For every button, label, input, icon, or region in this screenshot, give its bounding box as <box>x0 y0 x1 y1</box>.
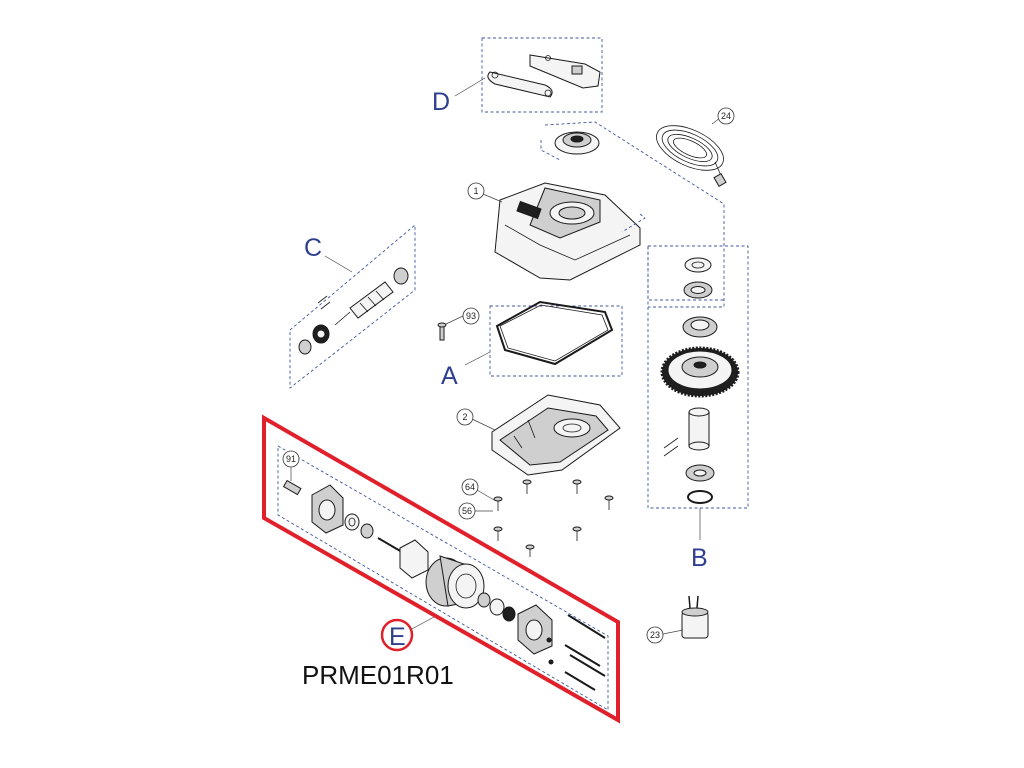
part-number-64: 64 <box>465 482 475 492</box>
top-seal <box>554 131 600 155</box>
antenna-cable: 24 <box>656 107 735 188</box>
group-d: D <box>432 37 603 116</box>
group-e: 91 E PRME01R01 <box>262 414 620 724</box>
bracket-part <box>529 54 601 89</box>
e-highlight-circle <box>380 618 414 652</box>
part-number-24: 24 <box>721 111 731 121</box>
housing-bottom: 2 <box>456 394 621 476</box>
part-number-23: 23 <box>650 630 660 640</box>
lever-arm-part <box>487 71 553 98</box>
part-number-1: 1 <box>473 186 478 196</box>
capacitor: 23 <box>646 595 709 644</box>
group-c: C <box>289 224 416 389</box>
group-c-letter: C <box>304 234 322 262</box>
group-e-letter: E <box>389 623 406 651</box>
part-number-2: 2 <box>462 412 467 422</box>
group-a-letter: A <box>441 362 458 390</box>
product-code: PRME01R01 <box>302 660 454 690</box>
housing-screws: 64 56 <box>458 478 614 557</box>
group-b: B <box>647 245 749 572</box>
part-number-91: 91 <box>286 454 296 464</box>
part-number-93: 93 <box>466 311 476 321</box>
highlight-frame <box>262 414 620 724</box>
screw-93: 93 <box>437 307 480 341</box>
group-d-letter: D <box>432 88 450 116</box>
housing-top: 1 <box>467 182 641 281</box>
part-number-56: 56 <box>462 506 472 516</box>
group-b-letter: B <box>691 544 708 572</box>
group-a: A <box>441 300 623 390</box>
